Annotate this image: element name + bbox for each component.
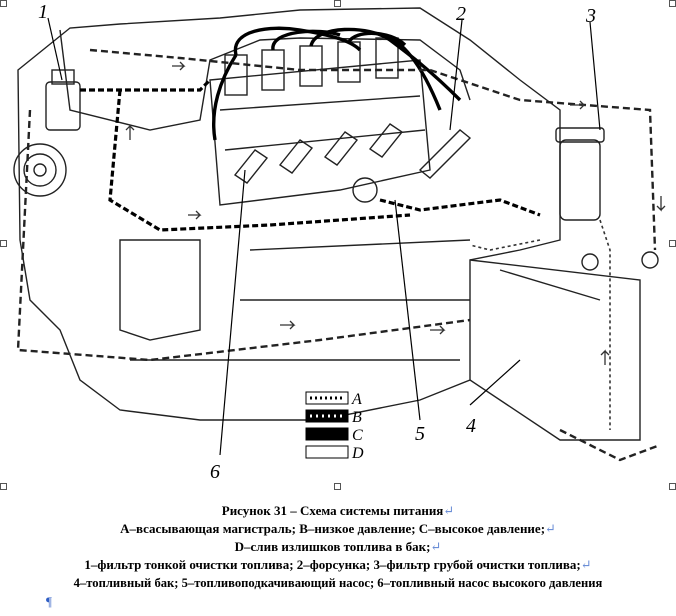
caption-line-1: А–всасывающая магистраль; В–низкое давле… bbox=[0, 521, 676, 537]
legend-swatch-a bbox=[305, 391, 349, 405]
caption-line-3: 1–фильтр тонкой очистки топлива; 2–форсу… bbox=[0, 557, 676, 573]
paragraph-mark-line: ¶ bbox=[46, 594, 86, 610]
callout-2: 2 bbox=[456, 3, 466, 25]
drain-lines bbox=[16, 48, 661, 462]
caption-line1-text: А–всасывающая магистраль; В–низкое давле… bbox=[120, 521, 546, 536]
callout-4: 4 bbox=[466, 415, 476, 437]
legend-label-a: A bbox=[351, 391, 362, 408]
resize-handle-left[interactable] bbox=[0, 240, 7, 247]
resize-handle-bottom-left[interactable] bbox=[0, 483, 7, 490]
legend: A B C D bbox=[305, 391, 364, 462]
resize-handle-top-right[interactable] bbox=[669, 0, 676, 7]
line-break-mark: ↵ bbox=[545, 521, 556, 536]
callout-leaders bbox=[47, 17, 601, 456]
legend-swatch-c bbox=[305, 427, 349, 441]
line-break-mark: ↵ bbox=[580, 557, 592, 572]
callout-5: 5 bbox=[415, 423, 425, 445]
caption-title-line: Рисунок 31 – Схема системы питания↵ bbox=[0, 503, 676, 519]
callout-6: 6 bbox=[210, 461, 220, 483]
fuel-system-drawing: 1 2 3 4 5 6 A B C D bbox=[13, 1, 666, 483]
caption-line-2: D–слив излишков топлива в бак;↵ bbox=[0, 539, 676, 555]
low-pressure-lines bbox=[80, 78, 541, 232]
legend-label-b: B bbox=[352, 409, 362, 426]
callout-1: 1 bbox=[38, 1, 48, 23]
caption-title: Рисунок 31 – Схема системы питания bbox=[221, 503, 444, 518]
resize-handle-bottom-right[interactable] bbox=[669, 483, 676, 490]
resize-handle-right[interactable] bbox=[669, 240, 676, 247]
flow-arrows bbox=[125, 61, 666, 365]
resize-handle-top[interactable] bbox=[334, 0, 341, 7]
caption-line3-text: 1–фильтр тонкой очистки топлива; 2–форсу… bbox=[84, 557, 581, 572]
resize-handle-top-left[interactable] bbox=[0, 0, 7, 7]
legend-label-c: C bbox=[352, 427, 363, 444]
engine-outline bbox=[13, 7, 659, 441]
legend-swatch-d bbox=[305, 445, 349, 459]
legend-swatch-b bbox=[305, 409, 349, 423]
resize-handle-bottom[interactable] bbox=[334, 483, 341, 490]
line-break-mark: ↵ bbox=[430, 539, 442, 554]
suction-lines bbox=[469, 219, 611, 430]
high-pressure-lines bbox=[212, 26, 462, 141]
caption-line4-text: 4–топливный бак; 5–топливоподкачивающий … bbox=[73, 576, 603, 590]
caption-line-4: 4–топливный бак; 5–топливоподкачивающий … bbox=[0, 575, 676, 591]
paragraph-mark: ¶ bbox=[46, 594, 52, 609]
line-break-mark: ↵ bbox=[443, 503, 455, 518]
legend-label-d: D bbox=[351, 445, 364, 462]
callout-3: 3 bbox=[585, 5, 596, 27]
caption-line2-text: D–слив излишков топлива в бак; bbox=[234, 539, 431, 554]
